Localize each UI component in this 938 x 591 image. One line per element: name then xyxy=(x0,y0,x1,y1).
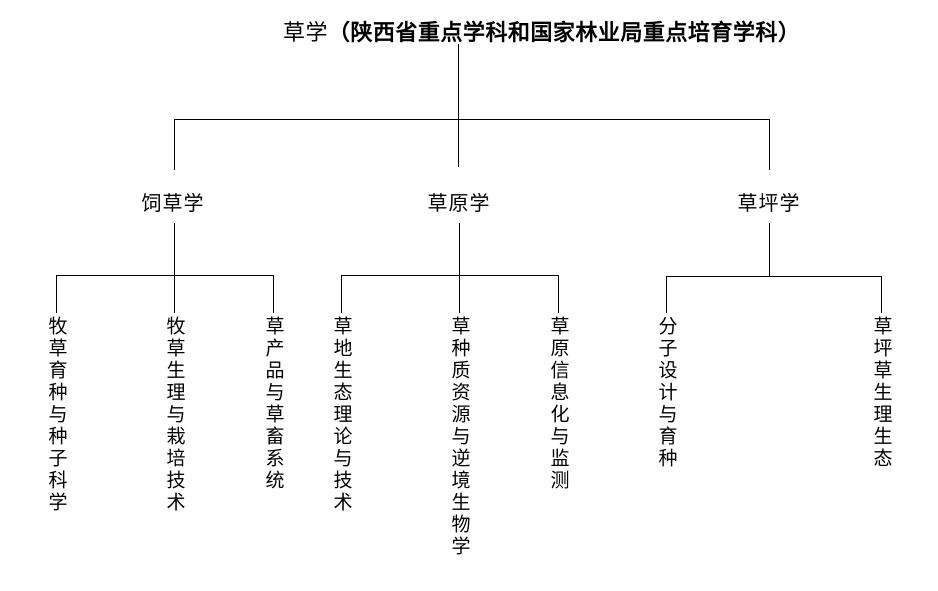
connector-grassland-bar xyxy=(341,275,559,276)
connector-level1-bar xyxy=(174,119,770,120)
leaf-label-molecular-design-breeding: 分子设计与育种 xyxy=(655,316,677,470)
leaf-label-forage-physiology-cultivation: 牧草生理与栽培技术 xyxy=(163,316,185,514)
leaf-label-grassland-ecology-theory-technology: 草地生态理论与技术 xyxy=(330,316,352,514)
connector-forage-drop-3 xyxy=(273,275,274,313)
connector-turf-bar xyxy=(666,276,882,277)
connector-grassland-drop-2 xyxy=(459,275,460,313)
root-title: 草学（陕西省重点学科和国家林业局重点培育学科） xyxy=(283,15,801,47)
connector-forage-vertical xyxy=(174,223,175,275)
leaf-label-forage-breeding-seed-science: 牧草育种与种子科学 xyxy=(45,316,67,514)
branch-label-grassland-science: 草原学 xyxy=(427,193,491,215)
connector-turf-drop-1 xyxy=(666,276,667,313)
connector-grassland-vertical xyxy=(459,223,460,275)
connector-root-vertical xyxy=(458,44,459,167)
connector-forage-drop-1 xyxy=(56,275,57,313)
connector-turf-vertical xyxy=(769,223,770,276)
branch-label-forage-science: 饲草学 xyxy=(141,193,205,215)
connector-drop-turf xyxy=(769,119,770,170)
leaf-label-turfgrass-physiology-ecology: 草坪草生理生态 xyxy=(870,316,892,470)
connector-grassland-drop-3 xyxy=(558,275,559,313)
connector-grassland-drop-1 xyxy=(341,275,342,313)
root-title-detail: （陕西省重点学科和国家林业局重点培育学科） xyxy=(328,20,801,45)
leaf-label-germplasm-stress-biology: 草种质资源与逆境生物学 xyxy=(448,316,470,558)
branch-label-turf-science: 草坪学 xyxy=(737,193,801,215)
connector-drop-forage xyxy=(174,119,175,170)
leaf-label-forage-products-livestock-systems: 草产品与草畜系统 xyxy=(262,316,284,492)
connector-forage-bar xyxy=(56,275,274,276)
connector-forage-drop-2 xyxy=(174,275,175,313)
connector-turf-drop-2 xyxy=(881,276,882,313)
leaf-label-grassland-informatization-monitoring: 草原信息化与监测 xyxy=(547,316,569,492)
root-title-prefix: 草学 xyxy=(283,20,329,45)
